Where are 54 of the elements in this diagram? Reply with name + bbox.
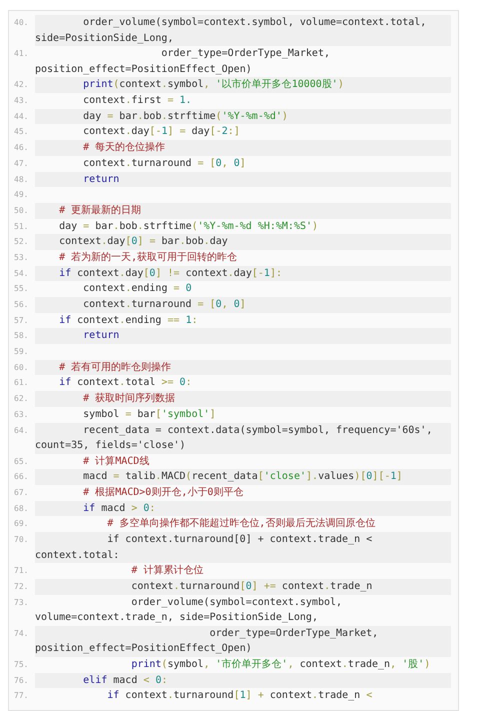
line-number: 72. bbox=[14, 581, 28, 593]
line-number: 53. bbox=[14, 252, 28, 264]
line-number: 65. bbox=[14, 456, 28, 468]
code-line: order_type=OrderType_Market, position_effect=PositionEffect_Open) bbox=[35, 47, 331, 77]
line-number: 77. bbox=[14, 690, 28, 702]
line-number: 55. bbox=[14, 283, 28, 296]
line-number: 71. bbox=[14, 565, 28, 578]
line-number: 48. bbox=[14, 174, 28, 186]
line-number: 56. bbox=[14, 299, 28, 311]
line-number: 42. bbox=[14, 79, 28, 92]
line-number: 76. bbox=[14, 674, 28, 687]
line-number: 74. bbox=[14, 628, 28, 640]
line-number: 70. bbox=[14, 534, 28, 546]
line-number: 75. bbox=[14, 659, 28, 672]
line-number: 57. bbox=[14, 314, 28, 327]
code-line: # 多空单向操作都不能超过昨仓位,否则最后无法调回原仓位 bbox=[106, 516, 376, 532]
line-number: 52. bbox=[14, 236, 28, 248]
line-number: 41. bbox=[14, 48, 28, 60]
code-line: # 计算MACD线 bbox=[82, 454, 150, 469]
line-number: 61. bbox=[14, 377, 28, 390]
line-number: 59. bbox=[14, 346, 28, 358]
code-line: day = bar.bob.strftime('%Y-%m-%d %H:%M:%S') bbox=[58, 220, 320, 234]
code-line: context.turnaround = [0, 0] bbox=[82, 156, 247, 171]
line-number: 45. bbox=[14, 126, 28, 138]
code-line: if context.total >= 0: bbox=[58, 376, 193, 390]
line-number: 47. bbox=[14, 158, 28, 170]
code-line: print(symbol, '市价单开多仓', context.trade_n, '股') bbox=[130, 658, 432, 672]
code-line: # 若为新的一天,获取可用于回转的昨仓 bbox=[58, 250, 238, 265]
code-line: # 根据MACD>0则开仓,小于0则平仓 bbox=[82, 486, 244, 500]
code-line: context.ending = 0 bbox=[82, 282, 193, 296]
line-number: 66. bbox=[14, 471, 28, 484]
line-number: 40. bbox=[14, 17, 28, 29]
code-line: context.day[-1] = day[-2:] bbox=[82, 125, 241, 140]
line-number: 49. bbox=[14, 189, 28, 202]
code-line: context.first = 1. bbox=[82, 94, 193, 108]
code-line: if context.ending == 1: bbox=[58, 314, 199, 328]
line-number: 54. bbox=[14, 268, 28, 280]
line-number: 68. bbox=[14, 502, 28, 515]
code-line: # 计算累计仓位 bbox=[130, 564, 204, 578]
line-number: 60. bbox=[14, 362, 28, 374]
line-number: 58. bbox=[14, 330, 28, 342]
line-number: 62. bbox=[14, 393, 28, 406]
line-number: 73. bbox=[14, 596, 28, 609]
line-number: 43. bbox=[14, 95, 28, 108]
line-number: 51. bbox=[14, 220, 28, 233]
line-number: 64. bbox=[14, 424, 28, 436]
code-line: symbol = bar['symbol'] bbox=[82, 408, 217, 422]
line-number: 46. bbox=[14, 142, 28, 154]
line-number: 50. bbox=[14, 204, 28, 217]
line-number: 63. bbox=[14, 408, 28, 421]
line-number: 69. bbox=[14, 518, 28, 530]
line-number: 44. bbox=[14, 110, 28, 123]
code-line: if context.turnaround[1] + context.trade_n < bbox=[106, 689, 374, 704]
line-number: 67. bbox=[14, 487, 28, 500]
